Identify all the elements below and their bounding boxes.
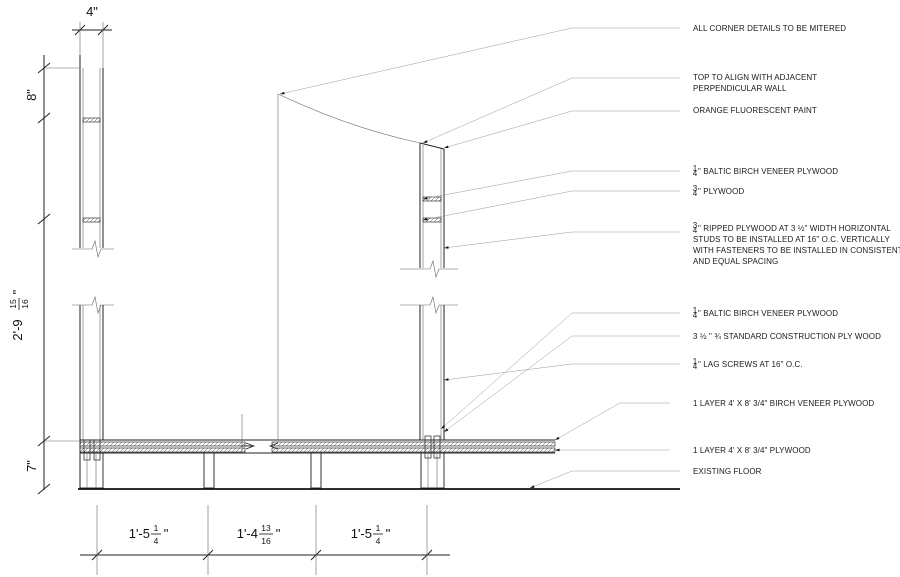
- dimension-lines: 4" 8" 7" 2'-9 15 16 " 1'-5 1: [8, 4, 450, 575]
- note-line: 3 ½ " ¾ STANDARD CONSTRUCTION PLY WOOD: [693, 332, 881, 341]
- note-line: " BALTIC BIRCH VENEER PLYWOOD: [698, 309, 838, 318]
- dim-span-2-suffix: ": [276, 526, 281, 541]
- note-plywood: 34" PLYWOOD: [693, 184, 745, 198]
- leader-lines: [279, 27, 680, 489]
- note-line: PERPENDICULAR WALL: [693, 84, 787, 93]
- dim-wall-height: 2'-9 15 16 ": [8, 289, 30, 340]
- note-birch-layer: 1 LAYER 4' X 8' 3/4" BIRCH VENEER PLYWOO…: [693, 399, 874, 408]
- dim-wall-height-main: 2'-9: [10, 319, 25, 340]
- left-wall-section: [72, 55, 114, 488]
- note-fraction-denominator: 4: [693, 169, 698, 178]
- note-mitered: ALL CORNER DETAILS TO BE MITERED: [693, 24, 846, 33]
- dim-span-2-main: 1'-4: [237, 526, 258, 541]
- note-ply-layer: 1 LAYER 4' X 8' 3/4" PLYWOOD: [693, 446, 811, 455]
- annotation-notes: ALL CORNER DETAILS TO BE MITERED TOP TO A…: [693, 24, 900, 476]
- note-paint: ORANGE FLUORESCENT PAINT: [693, 106, 817, 115]
- note-fraction-numerator: 1: [693, 357, 698, 366]
- dim-span-1: 1'-5 1 4 ": [129, 523, 169, 546]
- right-wall-section: [277, 93, 458, 459]
- dim-span-2-den: 16: [261, 536, 271, 546]
- dim-top-width: 4": [86, 4, 98, 19]
- note-line: " LAG SCREWS AT 16" O.C.: [698, 360, 803, 369]
- note-fraction-numerator: 1: [693, 306, 698, 315]
- dim-base-height: 7": [24, 460, 39, 472]
- dim-span-3-main: 1'-5: [351, 526, 372, 541]
- note-baltic-2: 14" BALTIC BIRCH VENEER PLYWOOD: [693, 306, 838, 320]
- dim-span-2: 1'-4 13 16 ": [237, 523, 281, 546]
- note-fraction-denominator: 4: [693, 362, 698, 371]
- note-fraction-numerator: 3: [693, 221, 698, 230]
- note-fraction-denominator: 4: [693, 189, 698, 198]
- note-fraction-numerator: 3: [693, 184, 698, 193]
- dim-wall-height-suffix: ": [10, 289, 25, 294]
- dim-span-1-suffix: ": [164, 526, 169, 541]
- dim-span-1-num: 1: [154, 523, 159, 533]
- note-line: WITH FASTENERS TO BE INSTALLED IN CONSIS…: [693, 246, 900, 255]
- dim-wall-height-num: 15: [8, 299, 18, 309]
- note-line: " PLYWOOD: [698, 187, 744, 196]
- note-lag-screws: 14" LAG SCREWS AT 16" O.C.: [693, 357, 803, 371]
- note-line: 1 LAYER 4' X 8' 3/4" PLYWOOD: [693, 446, 811, 455]
- note-line: STUDS TO BE INSTALLED AT 16" O.C. VERTIC…: [693, 235, 890, 244]
- note-line: ORANGE FLUORESCENT PAINT: [693, 106, 817, 115]
- dim-span-3: 1'-5 1 4 ": [351, 523, 391, 546]
- note-ripped: 34" RIPPED PLYWOOD AT 3 ½" WIDTH HORIZON…: [693, 221, 900, 266]
- note-fraction-denominator: 4: [693, 311, 698, 320]
- dim-span-2-num: 13: [261, 523, 271, 533]
- note-line: " RIPPED PLYWOOD AT 3 ½" WIDTH HORIZONTA…: [698, 224, 891, 233]
- note-construction-ply: 3 ½ " ¾ STANDARD CONSTRUCTION PLY WOOD: [693, 332, 881, 341]
- dim-span-3-num: 1: [376, 523, 381, 533]
- dim-span-3-den: 4: [376, 536, 381, 546]
- note-fraction-denominator: 4: [693, 226, 698, 235]
- note-line: TOP TO ALIGN WITH ADJACENT: [693, 73, 817, 82]
- note-top-align: TOP TO ALIGN WITH ADJACENT PERPENDICULAR …: [693, 73, 817, 93]
- note-line: " BALTIC BIRCH VENEER PLYWOOD: [698, 167, 838, 176]
- note-fraction-numerator: 1: [693, 164, 698, 173]
- dim-span-1-den: 4: [154, 536, 159, 546]
- dim-span-1-main: 1'-5: [129, 526, 150, 541]
- note-baltic-1: 14" BALTIC BIRCH VENEER PLYWOOD: [693, 164, 838, 178]
- dim-span-3-suffix: ": [386, 526, 391, 541]
- platform-deck: [78, 414, 680, 490]
- dim-wall-height-den: 16: [20, 299, 30, 309]
- note-line: EXISTING FLOOR: [693, 467, 762, 476]
- note-line: ALL CORNER DETAILS TO BE MITERED: [693, 24, 846, 33]
- note-floor: EXISTING FLOOR: [693, 467, 762, 476]
- note-line: AND EQUAL SPACING: [693, 257, 778, 266]
- dim-top-height: 8": [24, 89, 39, 101]
- note-line: 1 LAYER 4' X 8' 3/4" BIRCH VENEER PLYWOO…: [693, 399, 874, 408]
